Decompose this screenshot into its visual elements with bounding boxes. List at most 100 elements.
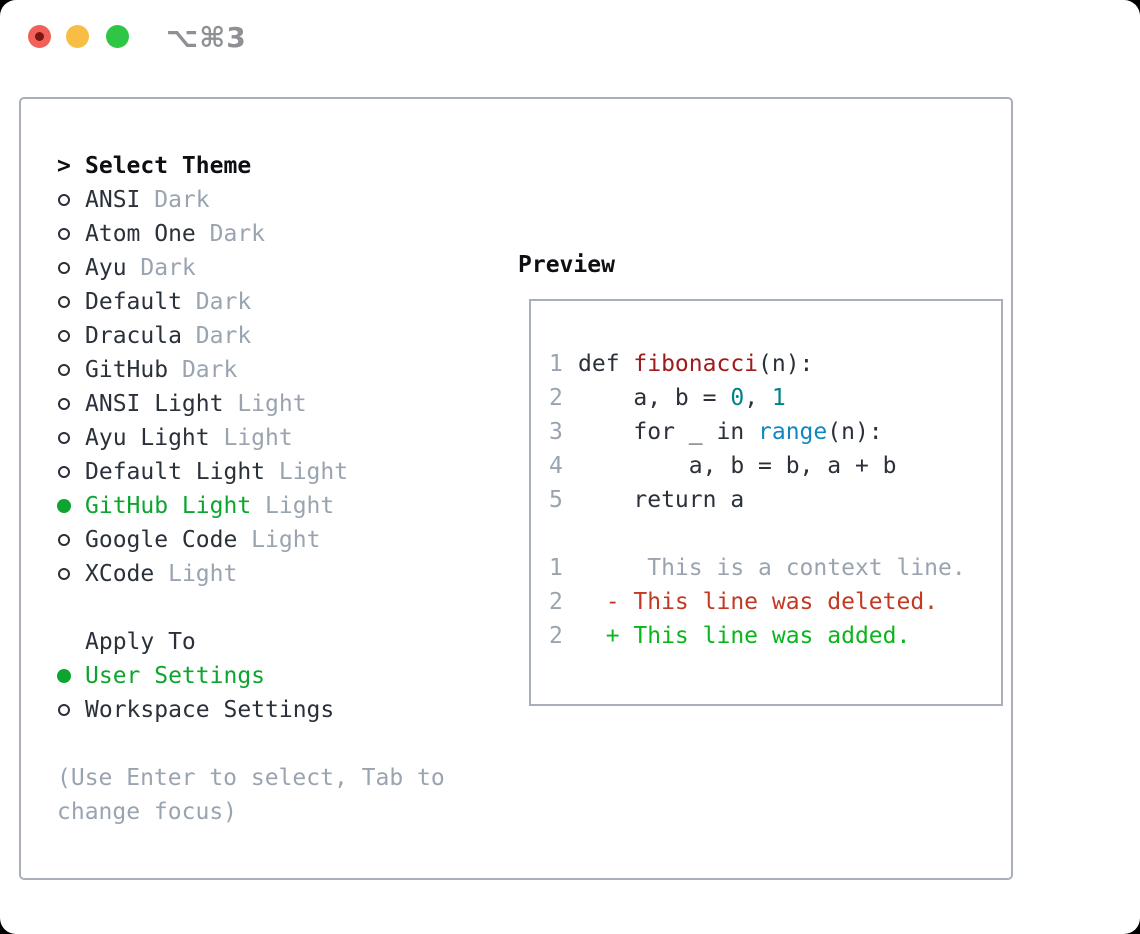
cursor-prefix: > [57, 153, 71, 179]
theme-option[interactable]: ANSI Dark [57, 183, 477, 217]
code-line: 2 a, b = 0, 1 [549, 381, 1001, 415]
option-variant: Dark [168, 357, 238, 383]
line-number: 2 [549, 589, 563, 615]
apply-to-header: Apply To [57, 625, 477, 659]
line-number: 1 [549, 555, 563, 581]
line-number: 2 [549, 385, 563, 411]
option-label: Ayu [85, 255, 127, 281]
apply-to-title: Apply To [85, 629, 196, 655]
code-segment-plain: return a [578, 487, 745, 513]
option-variant: Dark [181, 323, 252, 349]
radio-icon [57, 568, 85, 580]
code-segment-deleted: - This line was deleted. [578, 589, 939, 615]
select-theme-title: Select Theme [85, 153, 252, 179]
option-label: User Settings [85, 663, 266, 689]
code-segment-builtin: range [758, 419, 828, 445]
code-segment-context: This is a context line. [578, 555, 966, 581]
theme-option[interactable]: ANSI Light Light [57, 387, 477, 421]
radio-icon [57, 466, 85, 478]
option-variant: Light [223, 391, 307, 417]
option-variant: Light [237, 527, 321, 553]
code-line: 4 a, b = b, a + b [549, 449, 1001, 483]
spacer [57, 727, 477, 761]
theme-option[interactable]: XCode Light [57, 557, 477, 591]
theme-option[interactable]: GitHub Light Light [57, 489, 477, 523]
code-segment-added: + This line was added. [578, 623, 911, 649]
code-segment-plain: , [744, 385, 772, 411]
window-title: ⌥⌘3 [166, 21, 247, 54]
code-line: 1 def fibonacci(n): [549, 347, 1001, 381]
option-label: GitHub Light [85, 493, 252, 519]
theme-option[interactable]: GitHub Dark [57, 353, 477, 387]
option-variant: Light [209, 425, 293, 451]
apply-option[interactable]: User Settings [57, 659, 477, 693]
radio-icon [57, 534, 85, 546]
code-line: 5 return a [549, 483, 1001, 517]
select-theme-header: > Select Theme [57, 149, 477, 183]
spacer [57, 591, 477, 625]
zoom-button[interactable] [106, 25, 129, 48]
theme-option[interactable]: Google Code Light [57, 523, 477, 557]
apply-option[interactable]: Workspace Settings [57, 693, 477, 727]
option-variant: Dark [195, 221, 266, 247]
radio-icon [57, 262, 85, 274]
option-label: Dracula [85, 323, 182, 349]
theme-option[interactable]: Default Dark [57, 285, 477, 319]
radio-icon [57, 398, 85, 410]
option-variant: Dark [126, 255, 196, 281]
code-line: 2 - This line was deleted. [549, 585, 1001, 619]
minimize-button[interactable] [66, 25, 89, 48]
code-segment-function: fibonacci [633, 351, 759, 377]
theme-option[interactable]: Default Light Light [57, 455, 477, 489]
unsaved-indicator-icon [35, 32, 44, 41]
option-label: ANSI [85, 187, 141, 213]
code-segment-plain: a, b = b, a + b [578, 453, 897, 479]
hint-text: (Use Enter to select, Tab to change focu… [57, 765, 445, 825]
radio-selected-icon [57, 499, 85, 513]
close-button[interactable] [28, 25, 51, 48]
option-label: Ayu Light [85, 425, 210, 451]
radio-icon [57, 330, 85, 342]
option-label: XCode [85, 561, 155, 587]
preview-header: Preview [518, 252, 615, 278]
radio-icon [57, 194, 85, 206]
option-label: Workspace Settings [85, 697, 335, 723]
radio-icon [57, 228, 85, 240]
titlebar: ⌥⌘3 [0, 0, 1140, 74]
code-line: 3 for _ in range(n): [549, 415, 1001, 449]
theme-option[interactable]: Dracula Dark [57, 319, 477, 353]
line-number: 5 [549, 487, 563, 513]
theme-option[interactable]: Ayu Dark [57, 251, 477, 285]
theme-option[interactable]: Atom One Dark [57, 217, 477, 251]
option-label: GitHub [85, 357, 169, 383]
radio-icon [57, 704, 85, 716]
radio-icon [57, 432, 85, 444]
line-number: 1 [549, 351, 563, 377]
code-line: 1 This is a context line. [549, 551, 1001, 585]
option-label: Default [85, 289, 182, 315]
code-segment-plain: (n): [827, 419, 883, 445]
option-label: Google Code [85, 527, 238, 553]
radio-icon [57, 364, 85, 376]
code-segment-plain: a, b = [578, 385, 731, 411]
code-line [549, 517, 1001, 551]
code-segment-plain: (n): [758, 351, 814, 377]
code-segment-plain: def [578, 351, 634, 377]
radio-selected-icon [57, 669, 85, 683]
line-number: 3 [549, 419, 563, 445]
option-label: Default Light [85, 459, 266, 485]
line-number: 2 [549, 623, 563, 649]
theme-option[interactable]: Ayu Light Light [57, 421, 477, 455]
option-variant: Light [251, 493, 335, 519]
radio-icon [57, 296, 85, 308]
option-variant: Light [265, 459, 349, 485]
option-label: Atom One [85, 221, 196, 247]
code-segment-plain: for _ in [578, 419, 759, 445]
line-number: 4 [549, 453, 563, 479]
option-variant: Light [154, 561, 238, 587]
